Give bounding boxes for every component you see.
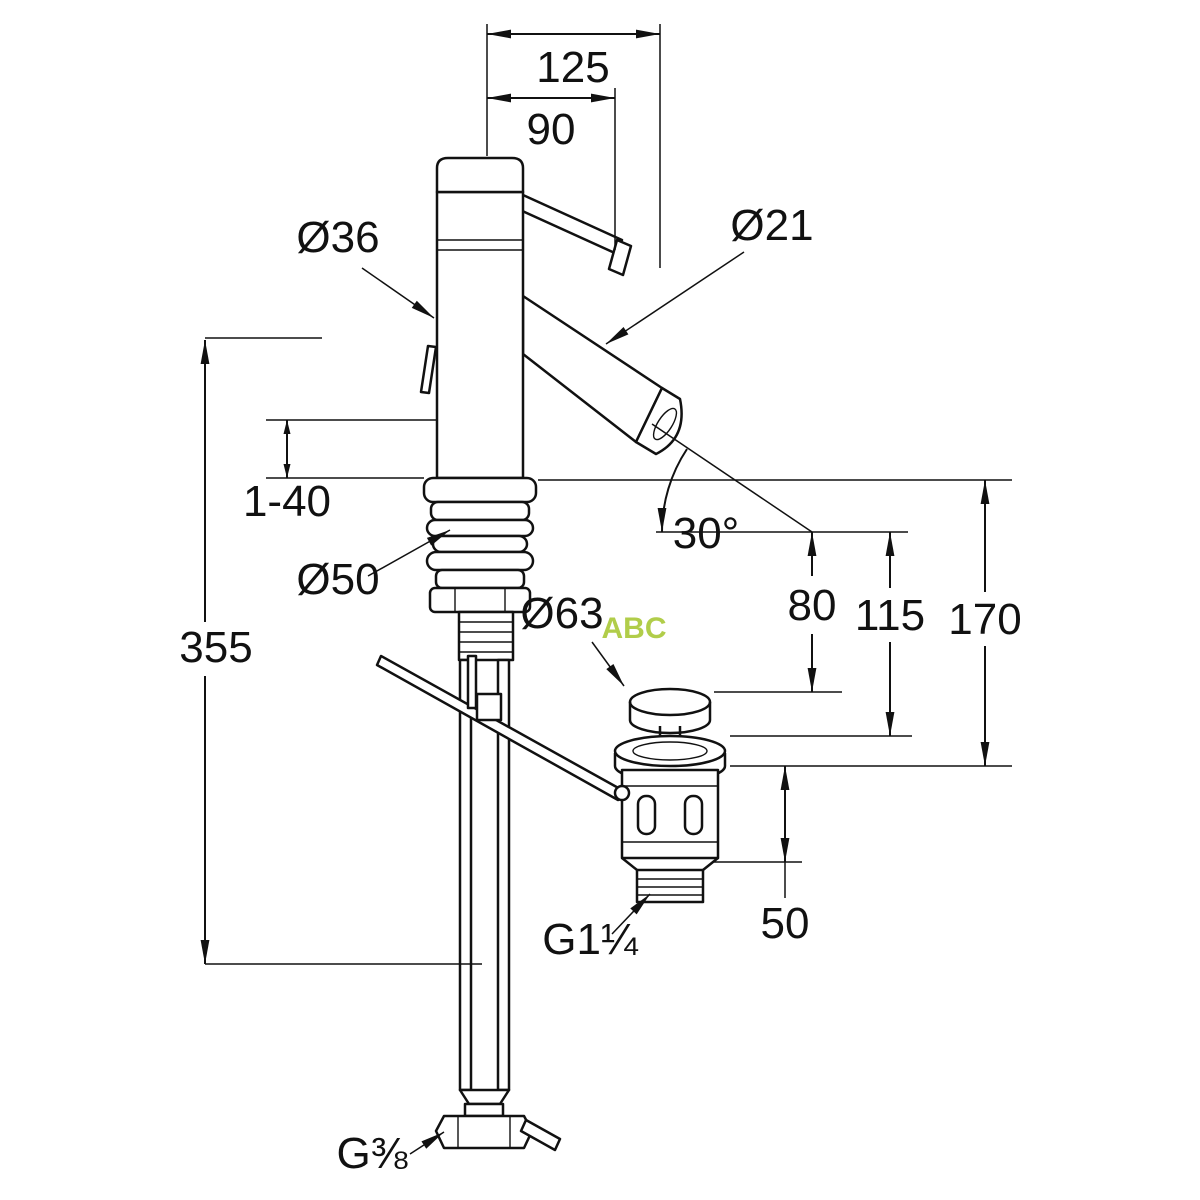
waste-knob-bottom [628, 719, 712, 735]
dim-label-355: 355 [179, 623, 252, 672]
supply-pipe-left [458, 658, 473, 1092]
base-spacer-1 [429, 500, 531, 522]
rod-ball-joint [613, 784, 631, 802]
spout-outlet-opening [652, 407, 678, 441]
dim-label-1-40: 1-40 [243, 477, 331, 526]
leader-g38 [409, 1131, 445, 1155]
spout-axis-line [651, 423, 813, 533]
dim-label-dia63: Ø63 [520, 589, 603, 638]
spout-aerator-ring [635, 387, 663, 443]
supply-spigot [519, 1118, 562, 1152]
pipe-converge [458, 1088, 511, 1106]
dim-label-170: 170 [948, 595, 1021, 644]
faucet-outline [419, 156, 683, 480]
base-spacer-2 [431, 534, 529, 554]
mounting-nut [428, 586, 532, 614]
watermark-text: ABC [602, 612, 667, 645]
dim-label-dia21: Ø21 [730, 201, 813, 250]
dimension-labels: 125 90 Ø36 Ø21 1-40 Ø50 355 Ø63 30° 80 1… [179, 43, 1021, 1178]
hose-collar [463, 1102, 505, 1118]
dimension-lines [200, 29, 990, 1155]
lever-handle-tip [607, 238, 633, 277]
waste-taper-r [702, 857, 719, 871]
dim-label-dia50: Ø50 [296, 555, 379, 604]
supply-nut [434, 1114, 534, 1150]
extension-lines [205, 24, 1012, 965]
side-pin [419, 344, 438, 395]
leader-dia50 [367, 529, 451, 577]
dim-label-90: 90 [527, 105, 576, 154]
leader-g114 [611, 893, 651, 935]
dim-label-30deg: 30° [673, 509, 740, 558]
cartridge-cap [435, 156, 525, 194]
dim-label-g114: G1¼ [542, 915, 639, 964]
waste-flange-inner [632, 741, 708, 761]
base-oring-2 [425, 550, 535, 572]
drain-assembly [613, 687, 727, 904]
dim-30deg-arc [657, 448, 688, 533]
dim-label-50: 50 [761, 899, 810, 948]
rod-pivot-block [475, 692, 503, 722]
threaded-shank [457, 610, 515, 662]
dim-label-dia36: Ø36 [296, 213, 379, 262]
base-flange [422, 476, 538, 504]
waste-slot-l [636, 794, 657, 836]
waste-flange [613, 734, 727, 768]
dim-label-80: 80 [788, 581, 837, 630]
waste-knob-top [628, 687, 712, 717]
waste-slot-r [683, 794, 704, 836]
leader-dia63 [591, 641, 625, 687]
mounting-stack [422, 476, 538, 662]
waste-body [620, 768, 720, 860]
lift-rod [466, 654, 478, 710]
leader-dia36 [361, 267, 435, 319]
faucet-body [435, 190, 525, 480]
waste-taper-l [621, 857, 638, 871]
base-washer [434, 568, 526, 590]
dim-label-115: 115 [855, 591, 925, 640]
supply-and-linkage [375, 654, 624, 1152]
dim-label-125: 125 [536, 43, 609, 92]
leader-dia21 [605, 251, 745, 345]
spout [521, 294, 664, 444]
dim-label-g38: G⅜ [337, 1129, 408, 1178]
